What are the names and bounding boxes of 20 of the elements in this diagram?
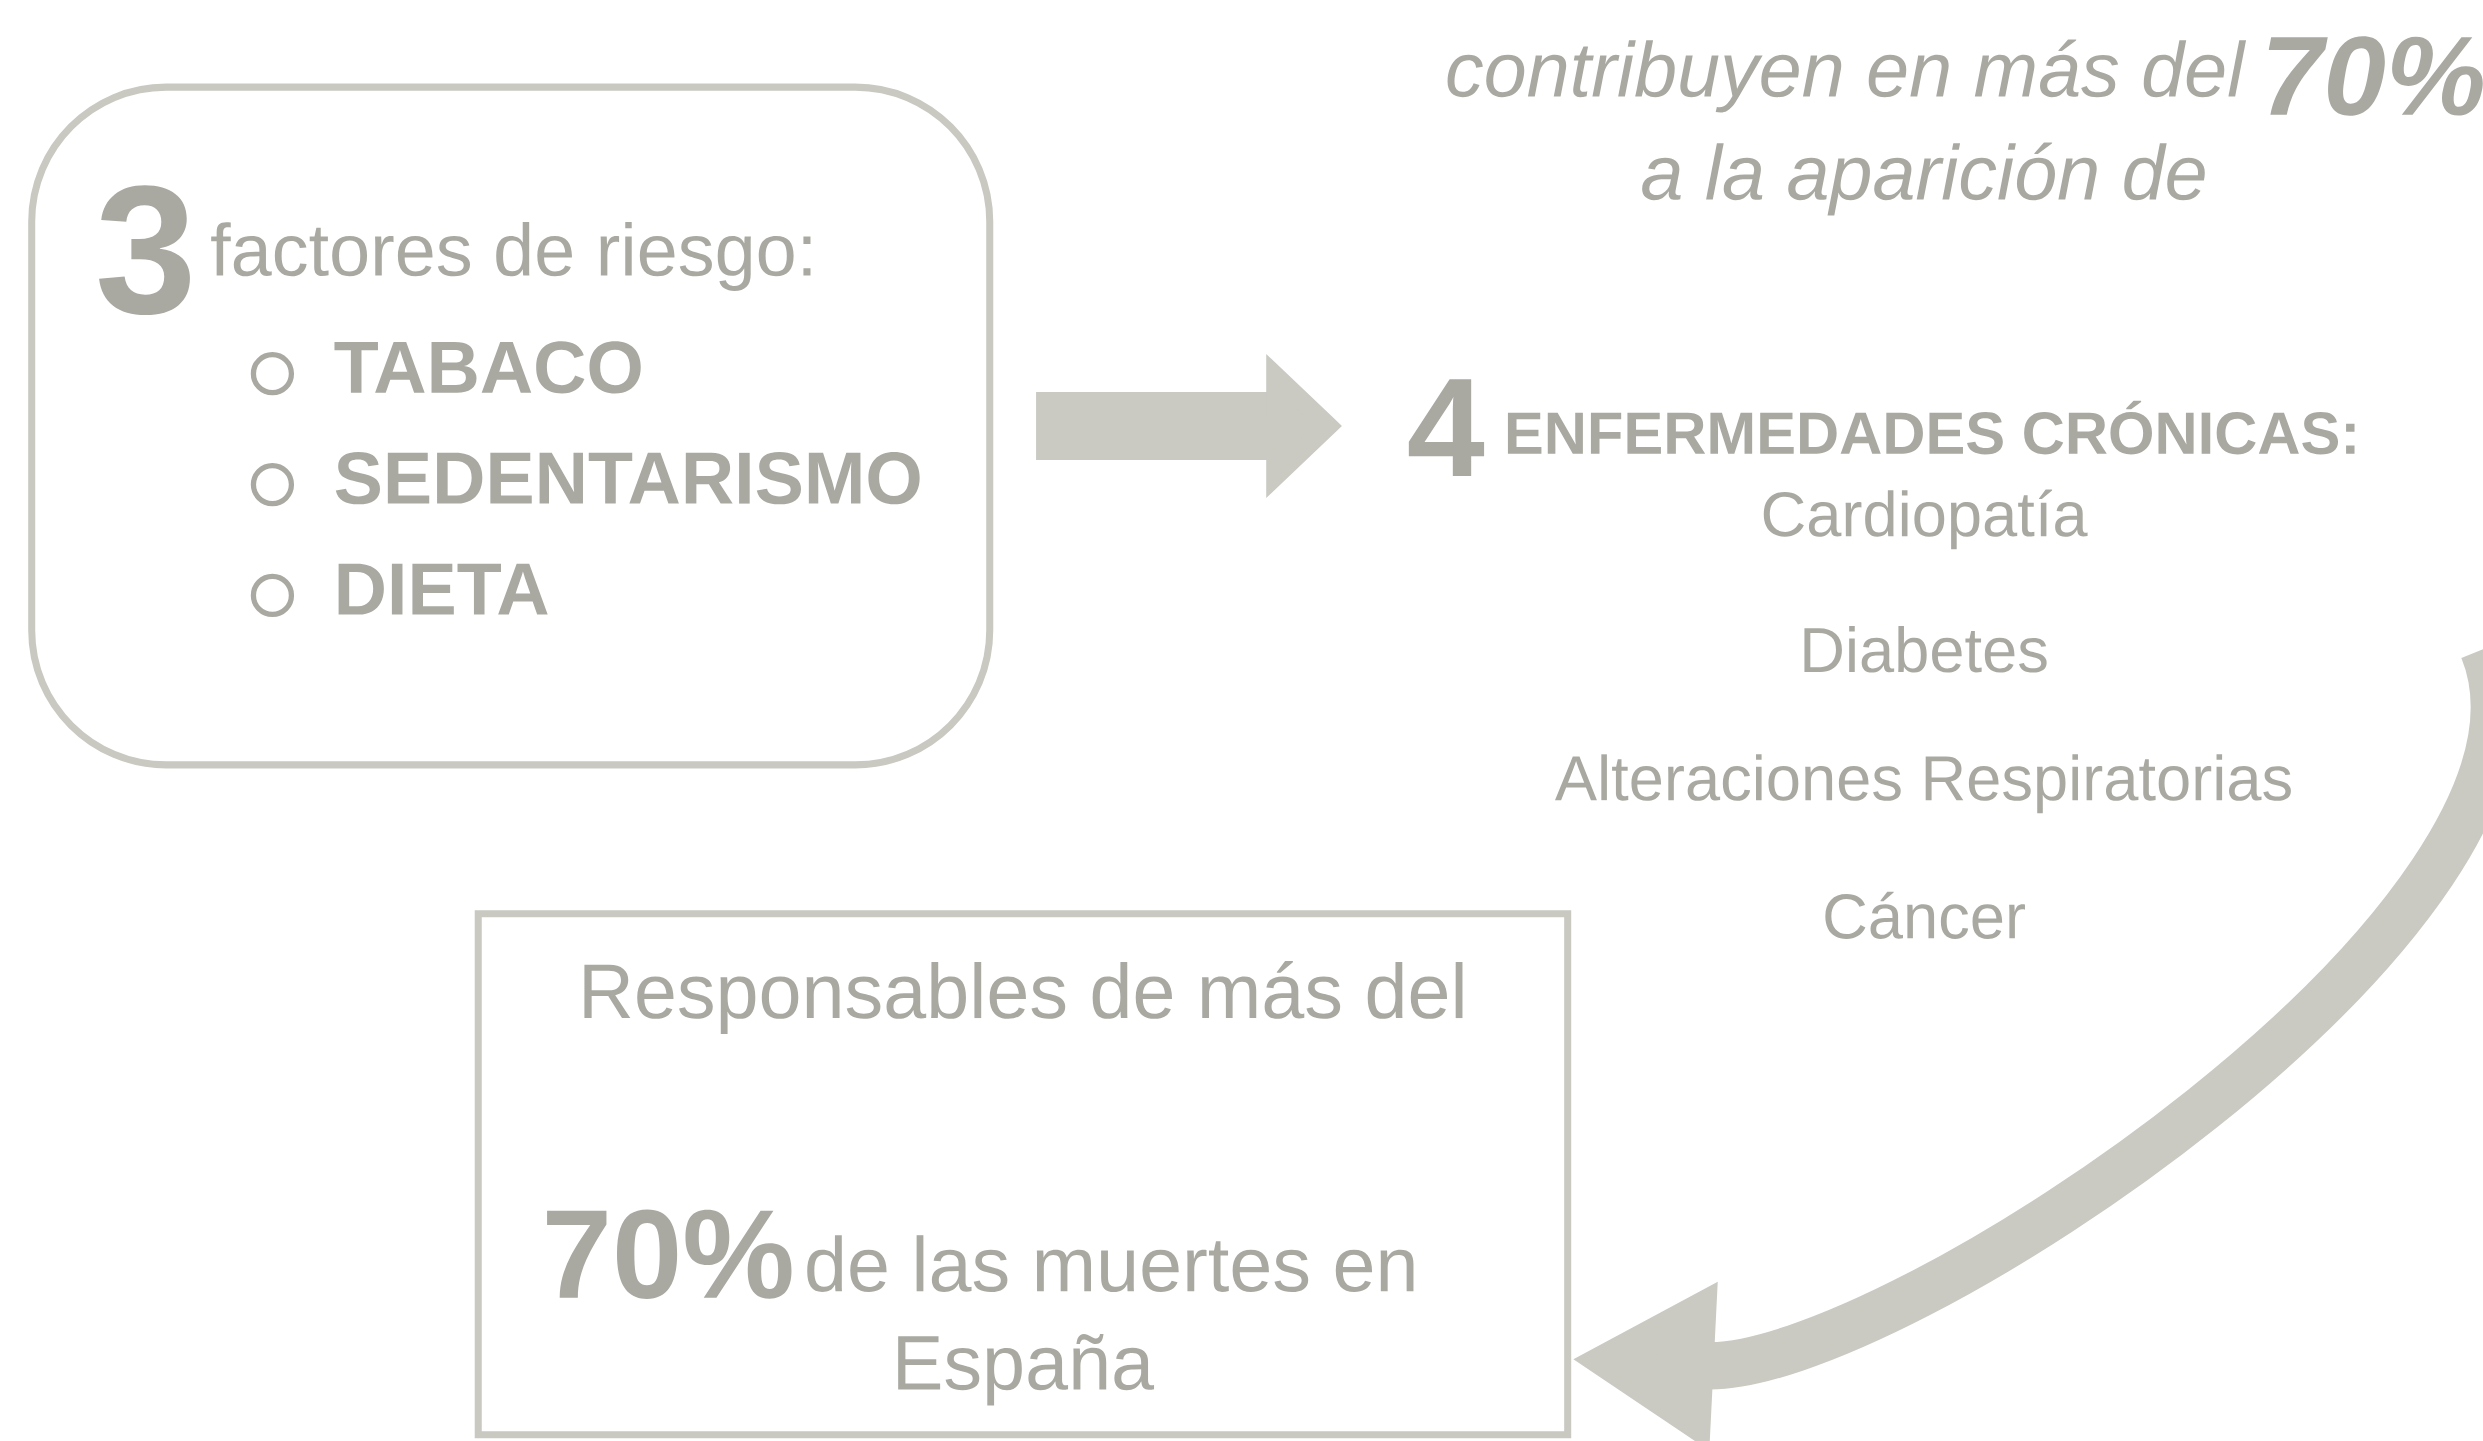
big-number: 70% — [547, 1209, 792, 1299]
list-item: DIETA — [250, 563, 548, 618]
heading-text: ENFERMEDADES CRÓNICAS: — [1507, 400, 2355, 455]
big-number: 3 — [99, 185, 190, 315]
list-text: Cardiopatía — [1763, 489, 2088, 550]
list-text: Cáncer — [1825, 891, 2025, 939]
list-item: SEDENTARISMO — [250, 452, 920, 507]
big-number: 70% — [2268, 36, 2483, 116]
rounded-box — [28, 83, 994, 769]
list-text: Alteraciones Respiratorias — [1555, 754, 2291, 814]
body-text: de las muertes en — [807, 1235, 1414, 1293]
text-box — [474, 910, 1572, 1439]
list-item: TABACO — [250, 341, 641, 396]
list-text: Diabetes — [1804, 626, 2047, 673]
italic-text: contribuyen en más del — [1447, 39, 2247, 113]
body-text: Responsables de más del — [584, 961, 1463, 1035]
big-number: 4 — [1408, 379, 1485, 476]
italic-text: a la aparición de — [1642, 142, 2205, 216]
heading-text: factores de riesgo: — [211, 222, 811, 291]
body-text: España — [898, 1334, 1155, 1406]
